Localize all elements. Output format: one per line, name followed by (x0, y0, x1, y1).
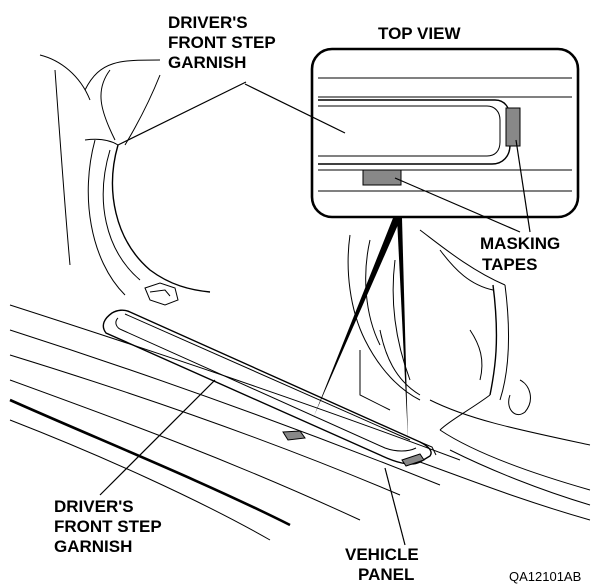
label-top-view: TOP VIEW (378, 24, 461, 43)
svg-text:FRONT STEP: FRONT STEP (54, 517, 162, 536)
figure-code: QA12101AB (509, 569, 581, 584)
svg-text:MASKING: MASKING (480, 234, 560, 253)
svg-text:DRIVER'S: DRIVER'S (168, 13, 248, 32)
label-bottom-left-garnish: DRIVER'S FRONT STEP GARNISH (54, 497, 162, 556)
inset-callout-wedge (314, 218, 408, 440)
top-view-inset (310, 47, 580, 219)
svg-text:DRIVER'S: DRIVER'S (54, 497, 134, 516)
svg-text:VEHICLE: VEHICLE (345, 545, 419, 564)
label-masking-tapes: MASKING TAPES (480, 234, 560, 274)
svg-text:FRONT STEP: FRONT STEP (168, 33, 276, 52)
svg-text:TAPES: TAPES (482, 255, 537, 274)
svg-text:GARNISH: GARNISH (54, 537, 132, 556)
label-top-left-garnish: DRIVER'S FRONT STEP GARNISH (168, 13, 276, 72)
vehicle-body-drawing (9, 54, 591, 541)
label-vehicle-panel: VEHICLE PANEL (345, 545, 419, 584)
leader-lines (99, 81, 531, 546)
svg-text:GARNISH: GARNISH (168, 53, 246, 72)
svg-text:PANEL: PANEL (358, 565, 414, 584)
